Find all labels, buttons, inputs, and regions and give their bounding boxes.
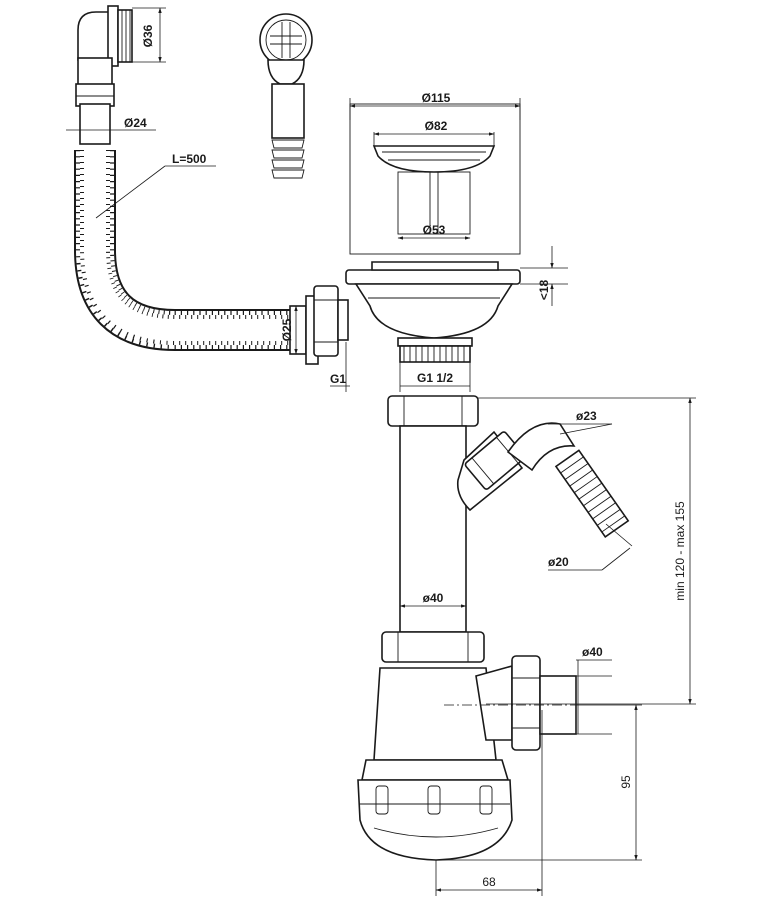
dimension-length: L=500 [95,152,216,219]
label-h95: 95 [619,775,633,789]
dimension-h18: <18 [520,246,568,306]
label-d40-outlet: ø40 [582,645,603,659]
dimension-d115: Ø115 [349,91,521,120]
label-d20: ø20 [548,555,569,569]
label-d24: Ø24 [124,116,147,130]
label-d36: Ø36 [141,24,155,47]
corrugated-hose [74,150,290,351]
label-d23: ø23 [576,409,597,423]
label-d25: Ø25 [280,318,294,341]
siphon-body [357,395,580,861]
dimension-d36: Ø36 [132,7,166,63]
label-d115: Ø115 [422,91,451,105]
dimension-d25: Ø25 [280,305,298,355]
dimension-d24: Ø24 [66,116,156,136]
dimension-d53: Ø53 [397,223,471,240]
dimension-d40-pipe: ø40 [399,591,467,608]
label-d40-pipe: ø40 [423,591,444,605]
dimension-height-range: min 120 - max 155 [478,397,696,705]
dimension-d20: ø20 [548,523,633,571]
sink-strainer [345,103,521,363]
dimension-d40-outlet: ø40 [576,645,612,735]
dimension-w68: 68 [435,710,543,896]
overflow-grate [259,13,313,179]
label-length: L=500 [172,152,207,166]
label-h18: <18 [537,279,551,300]
label-g112: G1 1/2 [417,371,453,385]
overflow-nut [289,285,349,365]
dimension-d82: Ø82 [373,119,495,146]
overflow-fitting [75,5,133,145]
dimension-h95: 95 [440,704,642,861]
label-g1: G1 [330,372,346,386]
label-w68: 68 [482,875,496,889]
label-d53: Ø53 [423,223,446,237]
label-d82: Ø82 [425,119,448,133]
dimension-d23: ø23 [548,409,613,435]
label-range: min 120 - max 155 [673,501,687,601]
dimension-g1: G1 [330,342,350,392]
appliance-branch [456,422,630,538]
dimension-g112: G1 1/2 [399,362,471,392]
